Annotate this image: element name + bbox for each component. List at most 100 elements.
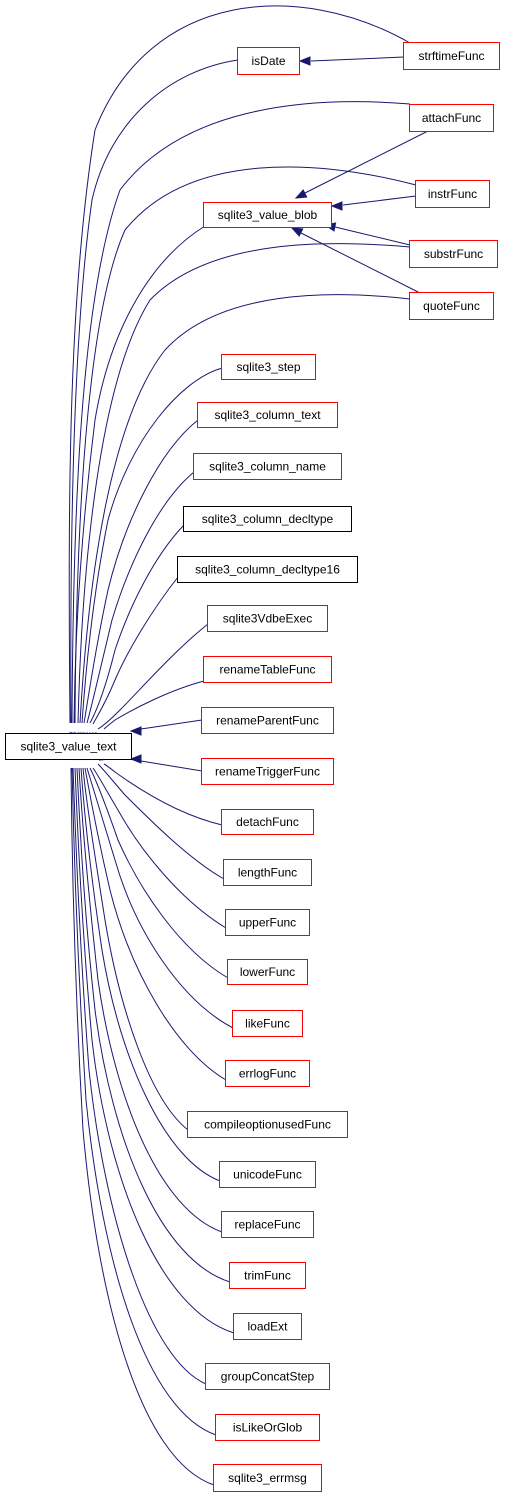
node-sqlite3-step[interactable]: sqlite3_step <box>221 354 316 380</box>
node-label: sqlite3_column_decltype <box>202 512 334 526</box>
node-box <box>225 1060 310 1087</box>
node-box <box>205 1363 330 1390</box>
node-box <box>223 859 312 886</box>
node-compileoptionusedfunc[interactable]: compileoptionusedFunc <box>187 1111 348 1138</box>
node-attachfunc[interactable]: attachFunc <box>409 104 494 132</box>
node-label: renameTriggerFunc <box>215 765 320 779</box>
node-renameparentfunc[interactable]: renameParentFunc <box>201 707 334 734</box>
edge-line <box>86 767 234 1029</box>
node-renametriggerfunc[interactable]: renameTriggerFunc <box>201 758 334 785</box>
node-sqlite3-column-text[interactable]: sqlite3_column_text <box>197 402 338 428</box>
node-box <box>183 506 352 532</box>
node-islikeorglob[interactable]: isLikeOrGlob <box>215 1414 320 1441</box>
node-box <box>5 733 132 760</box>
arrowhead <box>294 189 308 199</box>
node-likefunc[interactable]: likeFunc <box>232 1010 303 1037</box>
node-label: errlogFunc <box>239 1067 296 1081</box>
node-label: sqlite3_errmsg <box>228 1471 307 1485</box>
edge-line <box>304 130 429 194</box>
edge-line <box>300 232 421 294</box>
node-sqlite3-value-blob[interactable]: sqlite3_value_blob <box>203 202 332 228</box>
edge-quotefunc <box>290 227 421 294</box>
node-label: sqlite3_value_text <box>20 740 117 754</box>
node-strftimefunc[interactable]: strftimeFunc <box>403 42 500 70</box>
node-label: upperFunc <box>239 916 296 930</box>
edge-line <box>73 225 206 724</box>
edge-line <box>103 680 205 730</box>
edge-line <box>334 226 411 246</box>
node-box <box>197 402 338 428</box>
node-label: isLikeOrGlob <box>233 1421 303 1435</box>
node-errlogfunc[interactable]: errlogFunc <box>225 1060 310 1087</box>
node-upperfunc[interactable]: upperFunc <box>225 909 310 936</box>
node-box <box>221 354 316 380</box>
edge-line <box>77 243 411 724</box>
edge-strftimefunc <box>298 56 405 66</box>
edge-sqlite3_value_blob <box>69 225 206 744</box>
node-box <box>207 605 328 632</box>
node-box <box>409 292 494 320</box>
node-label: loadExt <box>247 1320 288 1334</box>
node-unicodefunc[interactable]: unicodeFunc <box>219 1161 316 1188</box>
node-lengthfunc[interactable]: lengthFunc <box>223 859 312 886</box>
edge-substrfunc <box>323 222 411 246</box>
node-box <box>201 707 334 734</box>
node-box <box>415 180 490 208</box>
node-sqlite3vdbeexec[interactable]: sqlite3VdbeExec <box>207 605 328 632</box>
node-label: renameParentFunc <box>216 714 319 728</box>
edge-line <box>68 5 411 724</box>
node-box <box>403 42 500 70</box>
edge-line <box>84 767 227 1081</box>
node-box <box>193 453 342 480</box>
node-label: strftimeFunc <box>418 49 484 63</box>
node-loadext[interactable]: loadExt <box>233 1313 302 1340</box>
edge-line <box>89 524 185 724</box>
node-box <box>201 758 334 785</box>
nodes: sqlite3_value_text strftimeFunc isDate atta… <box>5 42 500 1492</box>
node-isdate[interactable]: isDate <box>237 47 300 75</box>
node-label: isDate <box>251 54 285 68</box>
node-label: unicodeFunc <box>233 1168 302 1182</box>
node-lowerfunc[interactable]: lowerFunc <box>227 959 308 985</box>
node-label: instrFunc <box>428 187 477 201</box>
node-detachfunc[interactable]: detachFunc <box>221 809 314 835</box>
node-label: lowerFunc <box>240 965 295 979</box>
node-label: renameTableFunc <box>219 663 315 677</box>
edge-line <box>103 763 223 826</box>
node-box <box>232 1010 303 1037</box>
edge-islikeorglob <box>67 748 217 1436</box>
node-label: quoteFunc <box>423 299 480 313</box>
arrowhead <box>290 227 304 237</box>
arrowhead <box>129 754 142 764</box>
edge-line <box>92 576 179 725</box>
node-replacefunc[interactable]: replaceFunc <box>221 1211 314 1238</box>
edge-line <box>79 294 411 724</box>
node-instrfunc[interactable]: instrFunc <box>415 180 490 208</box>
node-sqlite3-column-decltype: sqlite3_column_decltype <box>183 506 352 532</box>
edge-line <box>74 767 235 1334</box>
node-label: detachFunc <box>236 815 299 829</box>
node-quotefunc[interactable]: quoteFunc <box>409 292 494 320</box>
node-box <box>409 104 494 132</box>
edge-loadext <box>70 748 235 1334</box>
node-label: lengthFunc <box>238 866 297 880</box>
node-box <box>203 656 332 683</box>
node-substrfunc[interactable]: substrFunc <box>409 240 498 268</box>
node-label: sqlite3_step <box>236 360 300 374</box>
node-sqlite3-errmsg[interactable]: sqlite3_errmsg <box>213 1464 322 1492</box>
node-renametablefunc[interactable]: renameTableFunc <box>203 656 332 683</box>
node-box <box>213 1464 322 1492</box>
edge-line <box>78 767 223 1233</box>
node-label: sqlite3_column_text <box>214 408 321 422</box>
node-box <box>221 1211 314 1238</box>
node-box <box>221 809 314 835</box>
node-sqlite3-column-name[interactable]: sqlite3_column_name <box>193 453 342 480</box>
node-sqlite3-column-decltype16: sqlite3_column_decltype16 <box>177 556 358 583</box>
edge-line <box>140 719 203 730</box>
node-groupconcatstep[interactable]: groupConcatStep <box>205 1363 330 1390</box>
arrowhead <box>129 726 142 736</box>
edge-attachfunc <box>294 130 429 199</box>
node-label: sqlite3_value_blob <box>218 208 318 222</box>
node-box <box>215 1414 320 1441</box>
node-trimfunc[interactable]: trimFunc <box>229 1262 306 1289</box>
